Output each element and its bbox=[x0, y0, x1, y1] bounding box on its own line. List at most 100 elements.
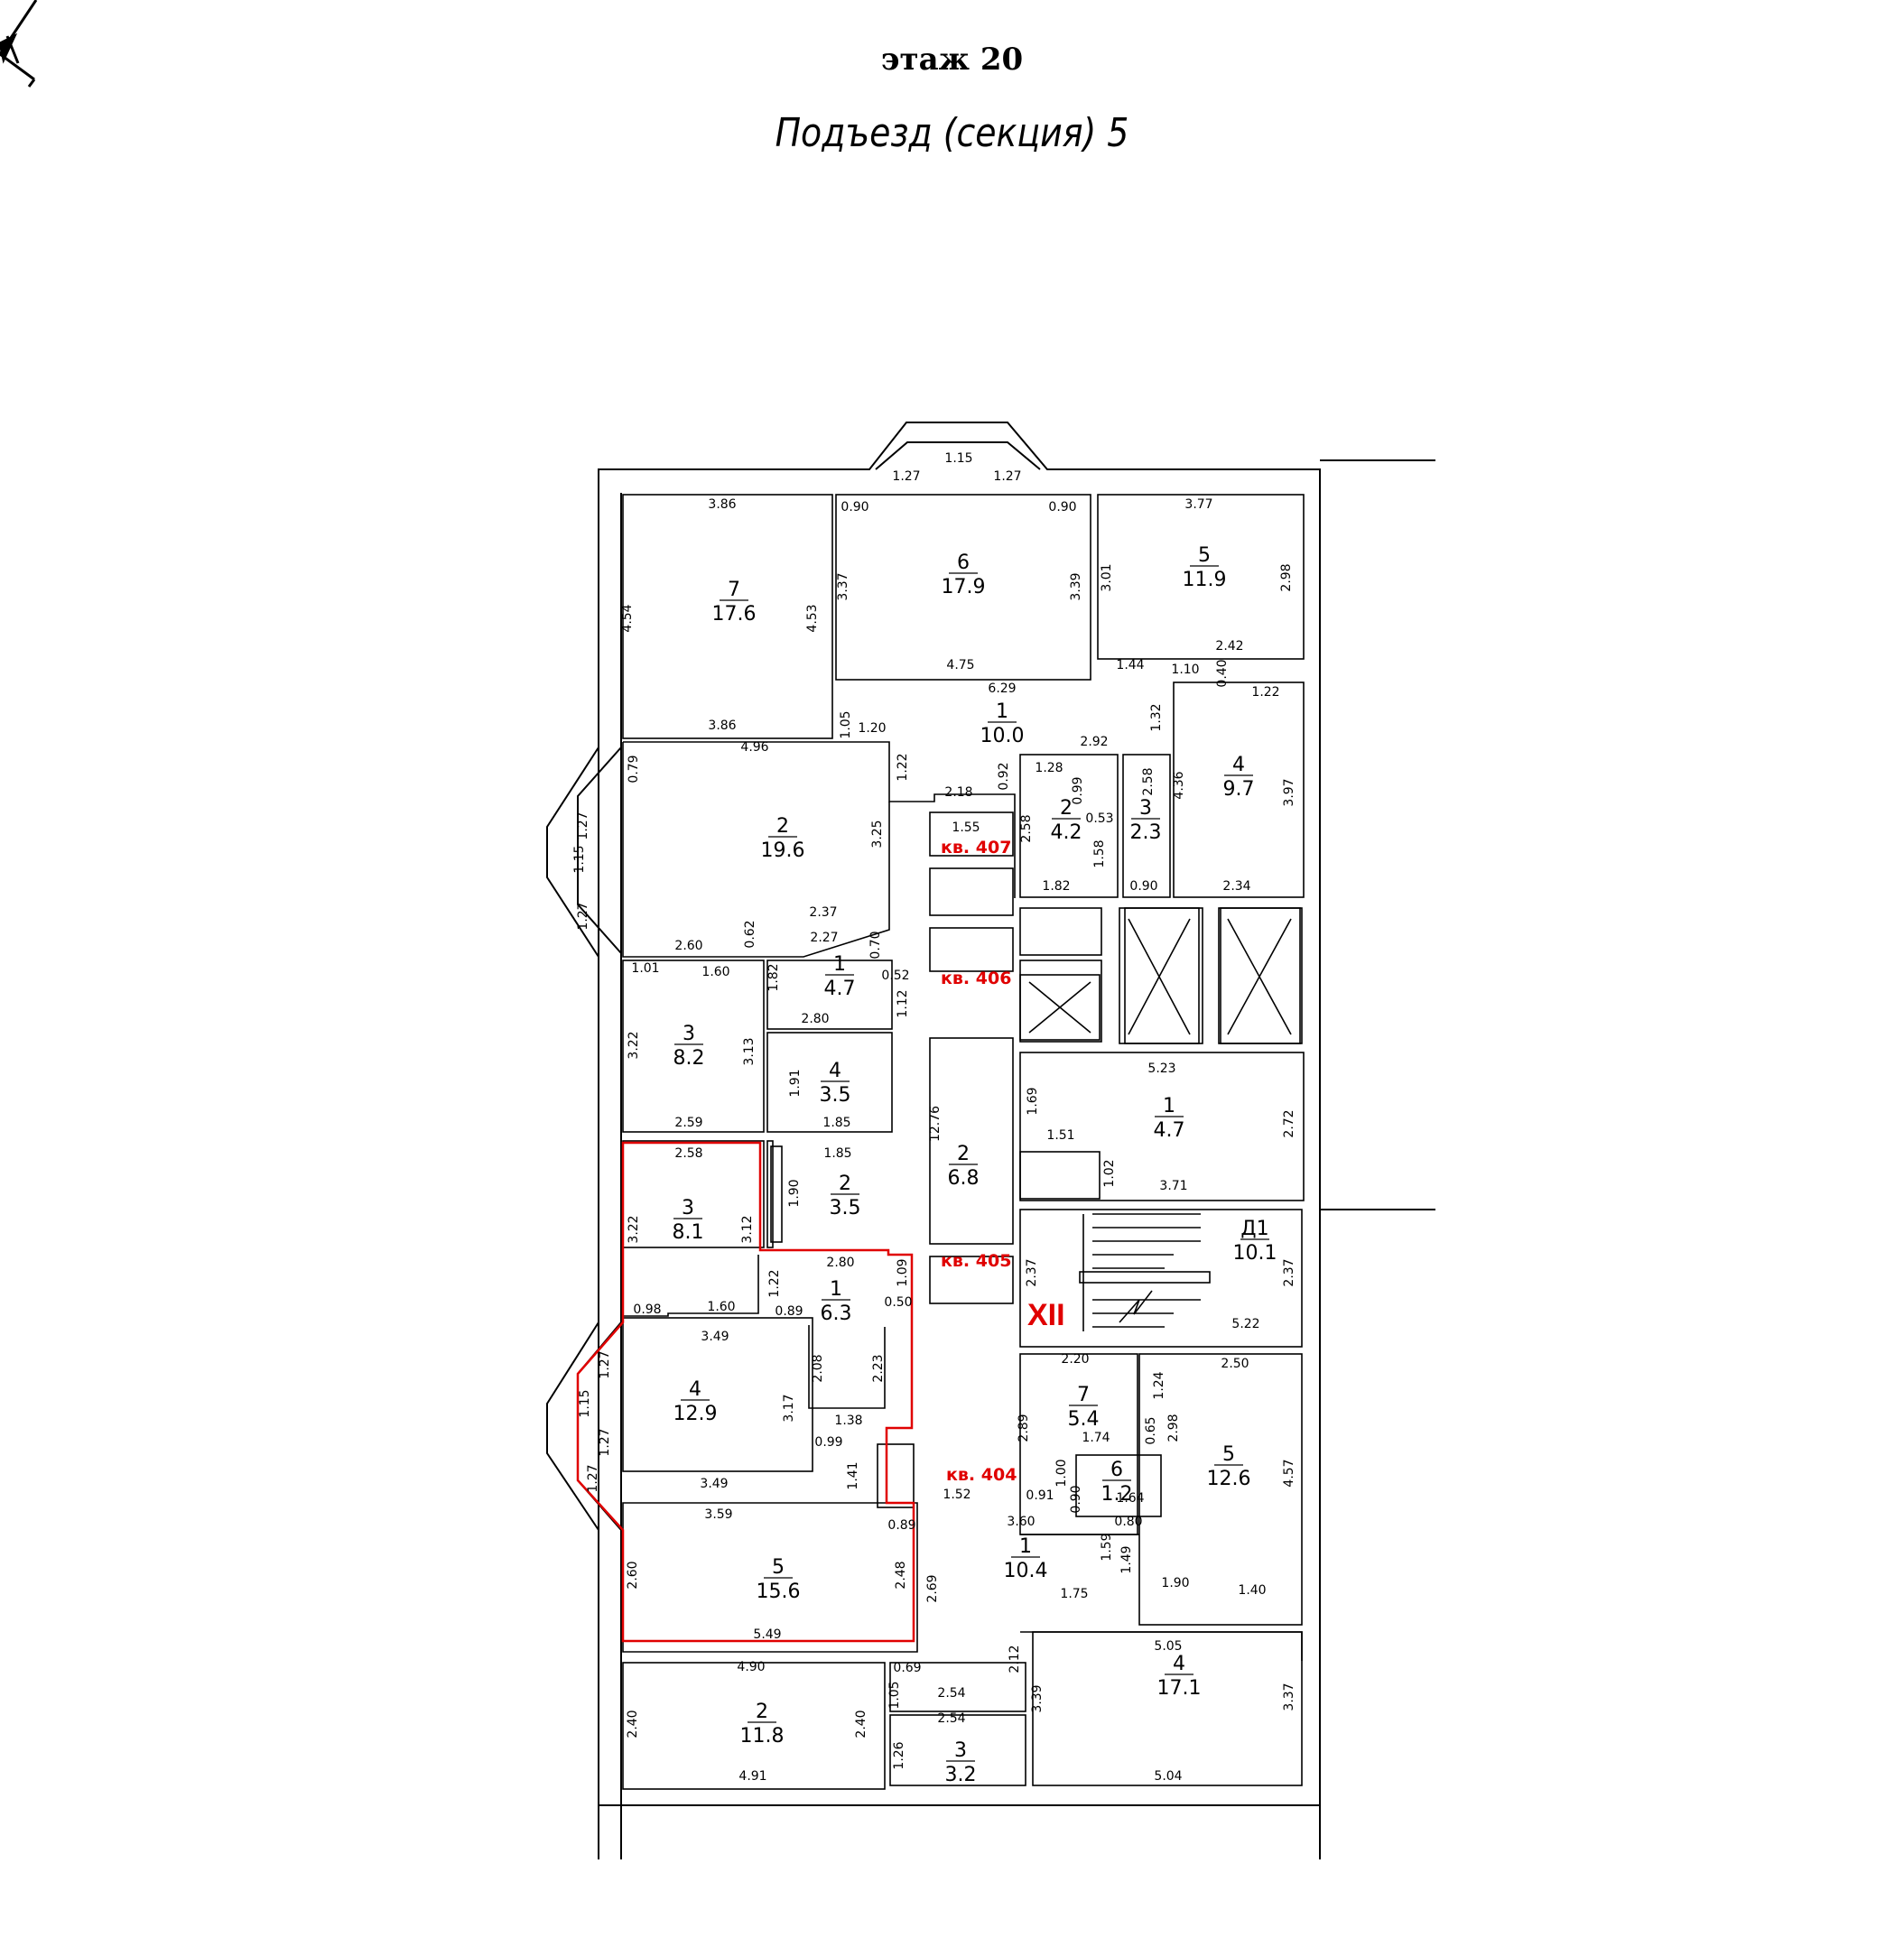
room-label-r404-4: 417.1 bbox=[1157, 1653, 1202, 1700]
dimension-label: 0.90 bbox=[1129, 879, 1157, 894]
room-number: 3 bbox=[954, 1739, 967, 1762]
apartment-label-404: кв. 404 bbox=[946, 1465, 1017, 1485]
dimension-label: 1.15 bbox=[578, 1389, 592, 1417]
dimension-label: 3.22 bbox=[627, 1031, 641, 1059]
dimension-label: 5.23 bbox=[1147, 1062, 1175, 1076]
dimension-label: 3.49 bbox=[701, 1330, 729, 1344]
room-number: 3 bbox=[683, 1023, 695, 1045]
room-area: 8.2 bbox=[673, 1047, 705, 1070]
room-area: 9.7 bbox=[1223, 778, 1255, 801]
dimension-label: 3.37 bbox=[836, 572, 850, 600]
dimension-label: 3.77 bbox=[1184, 497, 1212, 512]
room-label-r407-3: 32.3 bbox=[1130, 797, 1162, 844]
dimension-label: 1.27 bbox=[892, 469, 920, 484]
dimension-label: 4.90 bbox=[737, 1660, 765, 1674]
room-label-r407-4: 49.7 bbox=[1223, 754, 1255, 801]
dimension-label: 1.38 bbox=[834, 1414, 862, 1428]
room-label-r406-3: 38.2 bbox=[673, 1023, 705, 1070]
dimension-label: 2.20 bbox=[1061, 1352, 1089, 1367]
dimension-label: 2.60 bbox=[674, 939, 702, 953]
dimension-label: 1.10 bbox=[1171, 663, 1199, 677]
dimension-label: 2.37 bbox=[1025, 1258, 1039, 1286]
room-label-r406-4: 43.5 bbox=[820, 1060, 851, 1107]
room-number: 2 bbox=[776, 815, 789, 838]
room-area: 4.2 bbox=[1051, 821, 1082, 844]
dimension-label: 0.89 bbox=[775, 1304, 803, 1319]
room-number: 2 bbox=[756, 1701, 768, 1723]
room-walls bbox=[622, 494, 1305, 1790]
dimension-label: 0.92 bbox=[997, 762, 1011, 790]
dimension-label: 1.15 bbox=[572, 845, 587, 873]
room-label-r404-7: 75.4 bbox=[1068, 1384, 1100, 1431]
dimension-label: 4.53 bbox=[805, 604, 820, 632]
dimension-label: 2.98 bbox=[1279, 563, 1294, 591]
dimension-label: 3.25 bbox=[870, 820, 885, 848]
dimension-label: 1.27 bbox=[993, 469, 1021, 484]
room-label-r404-6: 61.2 bbox=[1101, 1459, 1133, 1506]
dimension-label: 2.80 bbox=[826, 1256, 854, 1270]
apartment-label-406: кв. 406 bbox=[941, 969, 1011, 988]
dimension-label: 0.65 bbox=[1144, 1416, 1158, 1444]
room-number: 1 bbox=[830, 1278, 842, 1301]
room-area: 3.5 bbox=[820, 1084, 851, 1107]
room-number: 1 bbox=[1019, 1535, 1032, 1558]
room-number: 5 bbox=[1222, 1443, 1235, 1466]
dimension-label: 4.57 bbox=[1282, 1459, 1296, 1487]
dimension-label: 2.80 bbox=[801, 1012, 829, 1026]
apartment-label-407: кв. 407 bbox=[941, 838, 1011, 858]
stair-steps bbox=[1079, 1213, 1211, 1331]
dimension-label: 3.01 bbox=[1100, 563, 1114, 591]
dimension-label: 2.58 bbox=[1141, 767, 1156, 795]
dimension-label: 1.24 bbox=[1152, 1371, 1166, 1399]
room-number: 1 bbox=[996, 700, 1008, 723]
dimension-label: 1.75 bbox=[1060, 1587, 1088, 1601]
room-area: 15.6 bbox=[757, 1581, 801, 1603]
apartment-405-outline bbox=[576, 1141, 915, 1643]
room-label-r405-5: 515.6 bbox=[757, 1556, 801, 1603]
dimension-label: 1.01 bbox=[631, 961, 659, 976]
dimension-label: 1.27 bbox=[598, 1428, 612, 1456]
dimension-label: 1.20 bbox=[858, 721, 886, 736]
room-label-r406-1: 14.7 bbox=[824, 953, 856, 1000]
room-area: 19.6 bbox=[761, 839, 805, 862]
room-area: 10.4 bbox=[1004, 1560, 1048, 1582]
room-label-r406-2: 219.6 bbox=[761, 815, 805, 862]
room-area: 10.0 bbox=[980, 725, 1025, 747]
dimension-label: 2.54 bbox=[937, 1711, 965, 1726]
room-label-r405-2: 23.5 bbox=[830, 1173, 861, 1219]
dimension-label: 1.15 bbox=[944, 451, 972, 466]
dimension-label: 0.99 bbox=[814, 1435, 842, 1450]
dimension-label: 3.22 bbox=[627, 1215, 641, 1243]
dimension-label: 3.37 bbox=[1282, 1683, 1296, 1711]
dimension-label: 0.90 bbox=[1048, 500, 1076, 515]
dimension-label: 1.05 bbox=[887, 1681, 902, 1709]
dimension-label: 3.86 bbox=[708, 497, 736, 512]
stairwell-label: XII bbox=[1027, 1298, 1065, 1332]
dimension-label: 2.58 bbox=[674, 1146, 702, 1161]
dimension-label: 0.69 bbox=[893, 1661, 921, 1675]
dimension-label: 3.59 bbox=[704, 1507, 732, 1522]
room-area: 4.7 bbox=[824, 978, 856, 1000]
dimension-label: 0.53 bbox=[1085, 811, 1113, 826]
room-area: 12.6 bbox=[1207, 1468, 1251, 1490]
dimension-label: 0.91 bbox=[1026, 1488, 1054, 1503]
section-title: Подъезд (секция) 5 bbox=[775, 110, 1129, 156]
dimension-label: 1.05 bbox=[839, 710, 853, 738]
room-area: 6.8 bbox=[948, 1167, 980, 1190]
room-area: 6.3 bbox=[821, 1303, 852, 1325]
dimension-label: 1.82 bbox=[1042, 879, 1070, 894]
dimension-label: 2.60 bbox=[626, 1561, 640, 1589]
dimension-label: 1.51 bbox=[1046, 1128, 1074, 1143]
room-label-r407-7: 717.6 bbox=[712, 579, 757, 626]
room-number: 7 bbox=[728, 579, 740, 601]
dimension-label: 2.42 bbox=[1215, 639, 1243, 654]
room-number: 6 bbox=[1110, 1459, 1123, 1481]
dimension-label: 4.36 bbox=[1172, 771, 1186, 799]
dimension-label: 1.58 bbox=[1092, 839, 1107, 867]
dimension-label: 1.09 bbox=[896, 1258, 910, 1286]
dimension-label: 1.91 bbox=[788, 1069, 803, 1097]
dimension-label: 1.90 bbox=[1161, 1576, 1189, 1590]
